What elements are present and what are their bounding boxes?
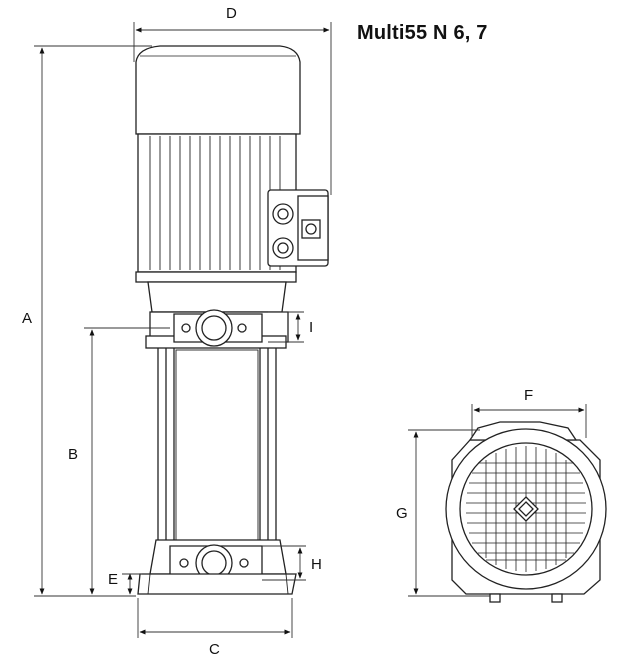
dimension-label-I: I: [309, 319, 313, 336]
dimension-label-G: G: [396, 505, 408, 522]
dimension-label-H: H: [311, 556, 322, 573]
dimension-label-D: D: [226, 5, 237, 22]
drawing-title: Multi55 N 6, 7: [357, 22, 488, 44]
dimension-label-A: A: [22, 310, 32, 327]
dimension-label-B: B: [68, 446, 78, 463]
dimension-lines-side: [34, 22, 332, 638]
pump-top-view: [445, 421, 607, 603]
dimension-label-E: E: [108, 571, 118, 588]
pump-side-view: [135, 45, 329, 595]
dimension-lines-top: [408, 404, 587, 597]
dimension-label-C: C: [209, 641, 220, 658]
dimension-label-F: F: [524, 387, 533, 404]
